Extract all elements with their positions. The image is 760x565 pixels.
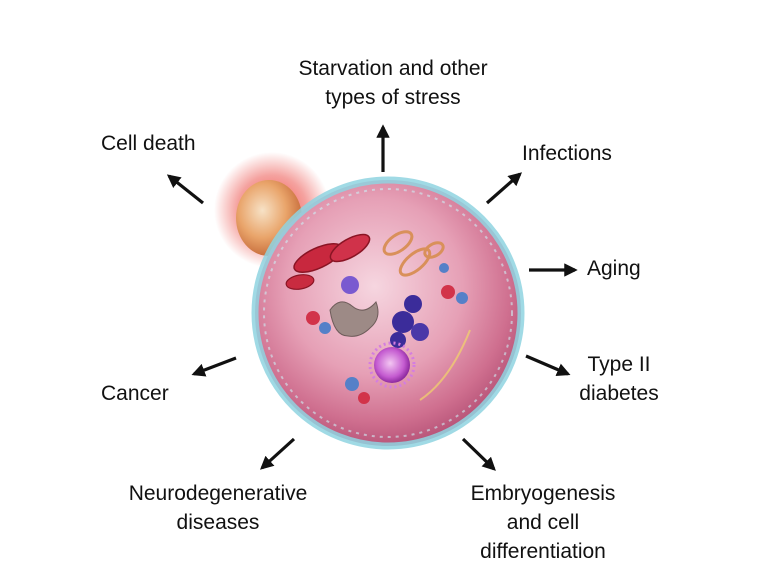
lysosomes	[341, 276, 429, 348]
arrows	[166, 124, 578, 471]
label-neurodegenerative-line-2: diseases	[176, 511, 260, 534]
mitochondria	[285, 233, 371, 290]
label-aging: Aging	[587, 254, 641, 283]
label-starvation: Starvation and other types of stress	[298, 54, 487, 112]
label-neurodegenerative-line-1: Neurodegenerative	[128, 482, 308, 505]
virus-particle	[368, 341, 416, 389]
cell-membrane	[251, 176, 525, 450]
label-aging-line-1: Aging	[587, 257, 641, 280]
label-infections-line-1: Infections	[522, 142, 612, 165]
arrow-neurodegenerative	[260, 437, 296, 470]
label-embryogenesis: Embryogenesis and cell differentiation	[471, 479, 616, 565]
label-cell-death: Cell death	[101, 129, 196, 158]
label-embryogenesis-line-1: Embryogenesis	[470, 482, 616, 505]
label-embryogenesis-line-2: and cell	[506, 511, 580, 534]
endoplasmic-reticulum	[329, 301, 379, 337]
arrow-type2-diabetes	[525, 354, 571, 376]
label-neurodegenerative: Neurodegenerative diseases	[129, 479, 308, 537]
autophagosomes	[382, 230, 445, 277]
protein-clusters	[306, 263, 468, 404]
label-cell-death-line-1: Cell death	[101, 132, 196, 155]
label-type2-diabetes-line-1: Type II	[587, 353, 651, 376]
label-embryogenesis-line-3: differentiation	[480, 540, 606, 563]
arrow-cancer	[191, 356, 237, 377]
label-cancer: Cancer	[101, 379, 169, 408]
label-starvation-line-1: Starvation and other	[298, 57, 488, 80]
label-type2-diabetes-line-2: diabetes	[579, 382, 659, 405]
label-type2-diabetes: Type II diabetes	[579, 350, 658, 408]
arrow-infections	[485, 172, 523, 205]
label-cancer-line-1: Cancer	[101, 382, 169, 405]
arrow-cell-death	[166, 174, 204, 205]
label-infections: Infections	[522, 139, 612, 168]
label-starvation-line-2: types of stress	[325, 86, 461, 109]
arrow-embryogenesis	[461, 437, 496, 471]
